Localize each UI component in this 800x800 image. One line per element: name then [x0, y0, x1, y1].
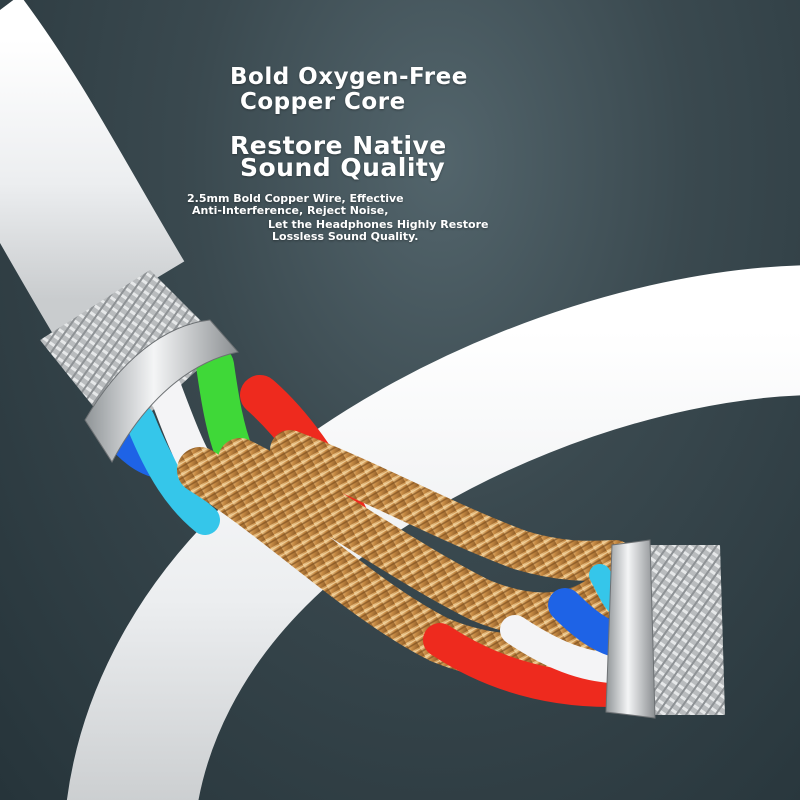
braid-right — [640, 545, 725, 715]
cable-left — [0, 0, 185, 339]
subheadline-line-2: Sound Quality — [240, 153, 446, 182]
braid-left — [40, 270, 225, 440]
description-line-4: Lossless Sound Quality. — [272, 230, 419, 243]
headline-line-1: Bold Oxygen-Free — [230, 64, 468, 90]
copper-strand-4 — [325, 455, 515, 555]
headline-line-2: Copper Core — [240, 89, 406, 115]
metal-ring-left — [84, 319, 239, 463]
description-line-2: Anti-Interference, Reject Noise, — [192, 204, 389, 217]
wire-red-right — [423, 623, 627, 707]
subheadline-line-1: Restore Native — [230, 131, 447, 160]
metal-ring-right — [605, 539, 656, 719]
description-line-1: 2.5mm Bold Copper Wire, Effective — [187, 192, 404, 205]
wire-cyan-left — [125, 405, 220, 535]
wire-white-right — [500, 615, 625, 683]
description-line-3: Let the Headphones Highly Restore — [268, 218, 489, 231]
